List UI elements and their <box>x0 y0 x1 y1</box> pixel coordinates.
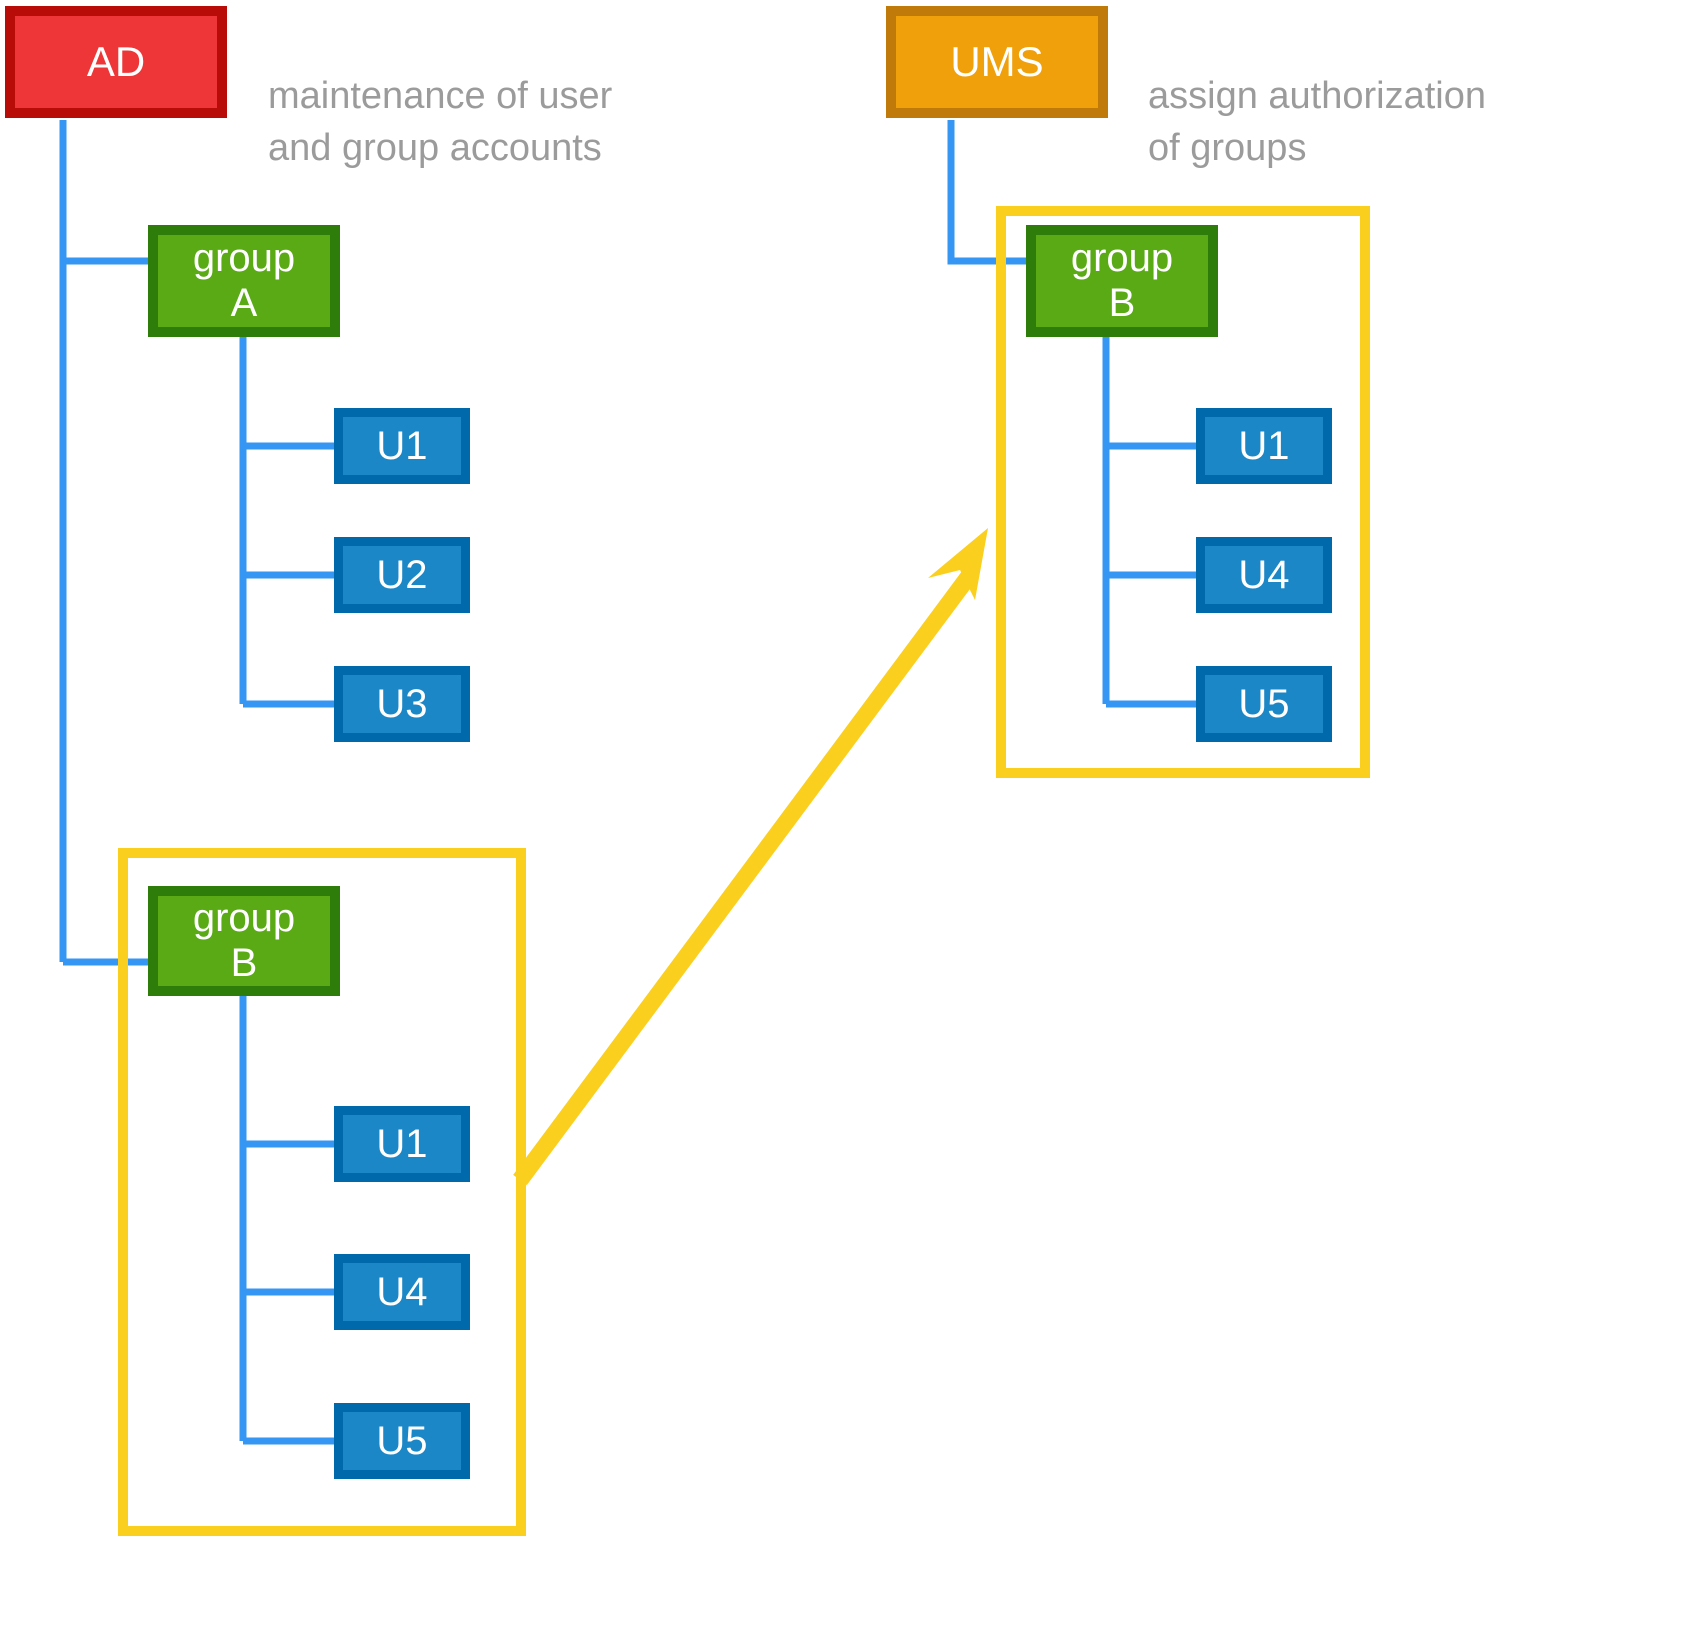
node-group-b-right-user-u1-label: U1 <box>1238 423 1290 468</box>
node-group-a-user-u3[interactable]: U3 <box>334 666 470 742</box>
node-group-a[interactable]: group A <box>148 225 340 337</box>
node-ums[interactable]: UMS <box>886 6 1108 118</box>
node-group-a-label: group A <box>192 236 296 325</box>
container-ums-group-b <box>996 206 1370 778</box>
node-group-b-left[interactable]: group B <box>148 886 340 996</box>
ad-caption: maintenance of user and group accounts <box>268 20 688 174</box>
node-group-b-right-user-u1[interactable]: U1 <box>1196 408 1332 484</box>
node-group-a-user-u1[interactable]: U1 <box>334 408 470 484</box>
node-group-b-left-user-u4[interactable]: U4 <box>334 1254 470 1330</box>
node-group-a-user-u1-label: U1 <box>376 423 428 468</box>
container-ad-group-b <box>118 848 526 1536</box>
ad-caption-text: maintenance of user and group accounts <box>268 75 613 169</box>
node-group-b-left-user-u5[interactable]: U5 <box>334 1403 470 1479</box>
node-group-b-right-user-u5-label: U5 <box>1238 681 1290 726</box>
node-group-b-left-label: group B <box>192 896 296 985</box>
node-group-b-left-user-u4-label: U4 <box>376 1269 428 1314</box>
node-group-b-right-user-u4-label: U4 <box>1238 552 1290 597</box>
node-group-b-right-label: group B <box>1070 236 1174 325</box>
node-group-b-right-user-u5[interactable]: U5 <box>1196 666 1332 742</box>
node-group-b-left-user-u1-label: U1 <box>376 1121 428 1166</box>
ums-caption-text: assign authorization of groups <box>1148 75 1486 169</box>
node-group-b-right[interactable]: group B <box>1026 225 1218 337</box>
node-group-a-user-u3-label: U3 <box>376 681 428 726</box>
node-group-a-user-u2[interactable]: U2 <box>334 537 470 613</box>
relation-arrow <box>513 528 988 1186</box>
ums-caption: assign authorization of groups <box>1148 20 1568 174</box>
node-ad[interactable]: AD <box>5 6 227 118</box>
node-group-b-left-user-u5-label: U5 <box>376 1418 428 1463</box>
node-ums-label: UMS <box>950 38 1044 86</box>
node-group-b-left-user-u1[interactable]: U1 <box>334 1106 470 1182</box>
node-ad-label: AD <box>86 38 146 86</box>
node-group-a-user-u2-label: U2 <box>376 552 428 597</box>
node-group-b-right-user-u4[interactable]: U4 <box>1196 537 1332 613</box>
